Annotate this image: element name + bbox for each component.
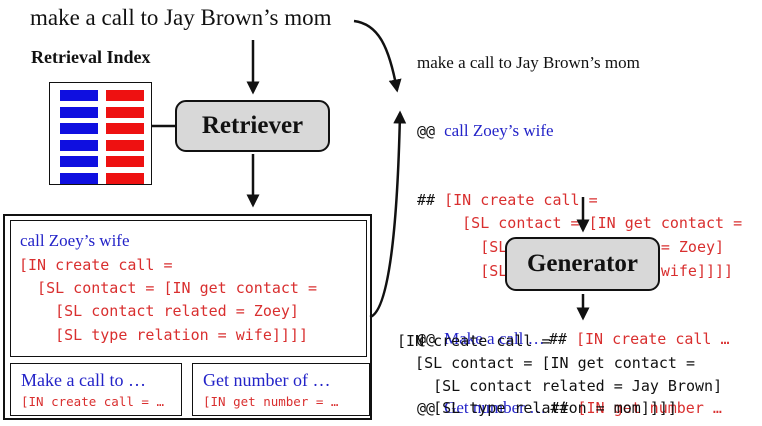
utterance-bar-icon — [60, 156, 98, 168]
retrieved-example-2-utterance: Make a call to … — [21, 370, 146, 390]
prompt-example1-utterance-line: @@ call Zoey’s wife — [417, 120, 742, 144]
retrieved-top-example-box — [10, 220, 367, 357]
parse-bar-icon — [106, 172, 144, 184]
index-entry-row — [60, 172, 151, 184]
parse-bar-icon — [106, 90, 144, 101]
prompt-example3-parse: [IN get number … — [577, 399, 722, 418]
index-entry-row — [60, 106, 151, 118]
output-parse: [IN create call = [SL contact = [IN get … — [397, 332, 723, 418]
parse-bar-icon — [106, 123, 144, 135]
parse-bar-icon — [106, 156, 144, 168]
index-entry-row — [60, 156, 151, 168]
index-entry-row — [60, 123, 151, 135]
arrow-examples-to-prompt-curve — [369, 110, 407, 319]
utterance-separator-token: @@ — [417, 399, 445, 418]
utterance-bar-icon — [60, 123, 98, 135]
retriever-box: Retriever — [175, 100, 330, 152]
utterance-bar-icon — [60, 172, 98, 184]
prompt-example2-utterance: Make a call … — [444, 329, 549, 349]
retrieved-example-3-parse: [IN get number = … — [203, 394, 339, 409]
retrieved-example-2-parse: [IN create call = … — [21, 394, 164, 409]
input-query-text: make a call to Jay Brown’s mom — [30, 5, 332, 30]
retrieval-index-box — [49, 82, 152, 185]
retrieval-index-label: Retrieval Index — [31, 47, 151, 67]
retrieved-example-3-utterance: Get number of … — [203, 370, 331, 390]
utterance-bar-icon — [60, 139, 98, 151]
retrieved-example-2-box: Make a call to … [IN create call = … — [10, 363, 182, 416]
prompt-query: make a call to Jay Brown’s mom — [417, 53, 640, 73]
parse-separator-token: ## — [550, 399, 578, 418]
generator-label: Generator — [526, 250, 639, 277]
utterance-bar-icon — [60, 90, 98, 101]
retrieved-top-parse: [IN create call = [SL contact = [IN get … — [19, 256, 318, 344]
prompt-example2-line: @@ Make a call … ## [IN create call … — [417, 328, 742, 352]
parse-separator-token: ## — [417, 190, 445, 209]
utterance-bar-icon — [60, 106, 98, 118]
retrieved-top-utterance: call Zoey’s wife — [20, 231, 130, 250]
prompt-example3-utterance: Get number … — [444, 398, 551, 418]
prompt-example3-line: @@ Get number … ## [IN get number … — [417, 397, 742, 421]
retriever-label: Retriever — [201, 112, 304, 139]
index-entry-row — [60, 90, 151, 101]
retrieved-example-3-box: Get number of … [IN get number = … — [192, 363, 370, 416]
utterance-separator-token: @@ — [417, 330, 445, 349]
parse-bar-icon — [106, 106, 144, 118]
arrow-query-to-prompt-curve — [353, 19, 402, 93]
index-entry-row — [60, 139, 151, 151]
prompt-example2-parse: [IN create call … — [575, 330, 730, 349]
prompt-example1-utterance: call Zoey’s wife — [444, 120, 554, 140]
parse-bar-icon — [106, 139, 144, 151]
utterance-separator-token: @@ — [417, 121, 445, 140]
generator-box: Generator — [505, 237, 660, 291]
parse-separator-token: ## — [548, 330, 576, 349]
